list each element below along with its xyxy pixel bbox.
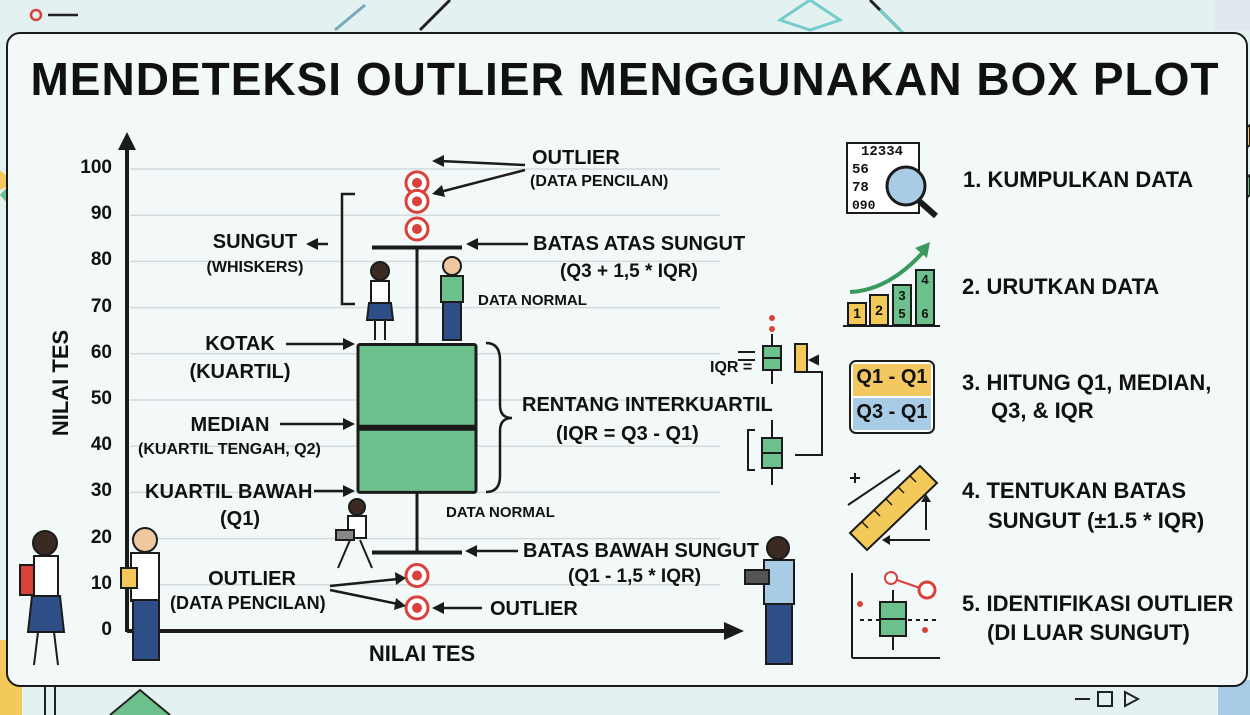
y-axis-title: NILAI TES	[48, 329, 73, 437]
bar-digit-6: 6	[921, 306, 929, 321]
step-4-label-line2: SUNGUT (±1.5 * IQR)	[988, 508, 1205, 533]
batas-bawah-formula: (Q1 - 1,5 * IQR)	[568, 566, 702, 587]
step-1-label: 1. KUMPULKAN DATA	[963, 167, 1194, 192]
data-normal-bottom-label: DATA NORMAL	[446, 504, 555, 521]
step-3-label: 3. HITUNG Q1, MEDIAN,	[962, 370, 1212, 395]
kuartil-bawah-label: KUARTIL BAWAH	[145, 481, 313, 503]
iqr-box	[356, 343, 478, 494]
y-tick-label: 100	[80, 157, 112, 178]
y-tick-label: 10	[90, 572, 112, 594]
student-illustration-laptop	[335, 498, 373, 569]
outlier-point-core	[412, 602, 422, 613]
y-tick-label: 70	[90, 295, 112, 317]
outlier-point-core	[412, 196, 422, 207]
y-tick-label: 40	[90, 434, 112, 456]
data-magnifier-icon	[846, 142, 938, 219]
iqr-brace	[485, 341, 513, 494]
kuartil-bawah-sublabel: (Q1)	[220, 508, 260, 530]
step-4-label: 4. TENTUKAN BATAS	[962, 478, 1187, 503]
median-label: MEDIAN	[190, 414, 270, 436]
student-illustration-left	[19, 527, 160, 666]
y-tick-label: 50	[90, 388, 112, 409]
step-5-label: 5. IDENTIFIKASI OUTLIER	[962, 591, 1234, 616]
student-illustration-right	[744, 536, 795, 665]
card-top-text: Q1 - Q1	[856, 366, 928, 388]
page-title: MENDETEKSI OUTLIER MENGGUNAKAN BOX PLOT	[30, 53, 1220, 105]
main-panel	[6, 32, 1248, 687]
bar-digit-2: 2	[875, 302, 883, 318]
kotak-label: KOTAK	[205, 333, 275, 355]
boxplot-outlier-icon	[851, 571, 940, 659]
rentang-formula: (IQR = Q3 - Q1)	[556, 423, 699, 445]
outlier-bottom-sublabel: (DATA PENCILAN)	[170, 593, 326, 613]
icon-numbers-row3: 78	[852, 180, 869, 196]
icon-numbers-row2: 56	[852, 162, 869, 178]
outlier-point-core	[412, 224, 422, 235]
bar-digit-5: 5	[898, 306, 906, 321]
median-sublabel: (KUARTIL TENGAH, Q2)	[138, 441, 321, 458]
kotak-sublabel: (KUARTIL)	[189, 361, 291, 383]
y-tick-label: 20	[90, 526, 112, 548]
card-bottom-text: Q3 - Q1	[856, 401, 928, 423]
x-axis-arrow	[724, 622, 744, 640]
data-normal-top-label: DATA NORMAL	[478, 292, 587, 309]
mini-boxplot-icons	[738, 315, 823, 485]
step-2-label: 2. URUTKAN DATA	[962, 274, 1160, 299]
ruler-icon	[847, 464, 939, 552]
whisker-bracket	[340, 192, 355, 306]
iqr-eq-label: IQR =	[710, 359, 753, 376]
bar-digit-1: 1	[853, 305, 861, 321]
y-axis-arrow	[118, 132, 136, 150]
batas-atas-label: BATAS ATAS SUNGUT	[533, 233, 746, 255]
bar-digit-3: 3	[898, 288, 906, 303]
outlier-top-label: OUTLIER	[532, 147, 620, 169]
y-tick-label: 30	[90, 480, 112, 502]
batas-atas-formula: (Q3 + 1,5 * IQR)	[560, 261, 698, 282]
step-5-label-line2: (DI LUAR SUNGUT)	[987, 620, 1190, 645]
y-tick-label: 90	[90, 203, 112, 225]
x-axis-title: NILAI TES	[368, 641, 476, 666]
y-tick-label: 60	[90, 341, 112, 363]
outlier-bottom-label: OUTLIER	[208, 568, 296, 590]
sorted-bars-icon	[843, 242, 940, 327]
outlier-top-sublabel: (DATA PENCILAN)	[530, 173, 669, 190]
outlier-right-label: OUTLIER	[490, 598, 578, 620]
rentang-label: RENTANG INTERKUARTIL	[522, 394, 773, 416]
icon-numbers-row4: 090	[852, 198, 876, 213]
quartile-card-icon	[849, 360, 935, 434]
icon-numbers-row1: 12334	[861, 144, 904, 160]
sungut-label: SUNGUT	[212, 231, 298, 253]
bar-digit-4: 4	[921, 272, 929, 287]
y-tick-label: 80	[90, 249, 112, 271]
outlier-point-core	[412, 177, 422, 188]
student-illustration-top	[365, 256, 464, 341]
sungut-sublabel: (WHISKERS)	[206, 259, 304, 276]
outlier-point-core	[412, 570, 422, 581]
step-3-label-line2: Q3, & IQR	[991, 398, 1094, 423]
batas-bawah-label: BATAS BAWAH SUNGUT	[523, 540, 759, 562]
y-tick-label: 0	[101, 619, 112, 640]
